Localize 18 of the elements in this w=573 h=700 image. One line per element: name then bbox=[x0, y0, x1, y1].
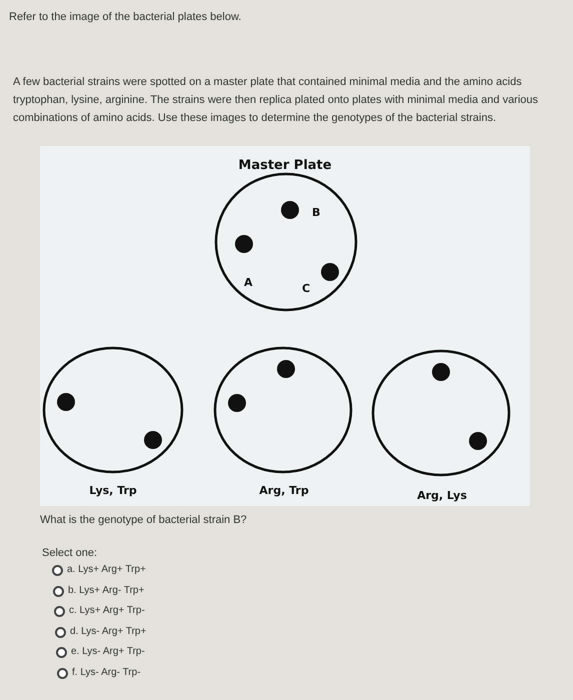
option-label: c. Lys+ Arg+ Trp- bbox=[69, 604, 145, 618]
option-label: a. Lys+ Arg+ Trp+ bbox=[67, 563, 146, 577]
strain-label: B bbox=[312, 206, 320, 219]
plate-title: Master Plate bbox=[237, 158, 333, 173]
option-label: d. Lys- Arg+ Trp+ bbox=[70, 624, 146, 638]
instruction-text: Refer to the image of the bacterial plates below. bbox=[9, 10, 242, 25]
select-prompt: Select one: bbox=[42, 546, 98, 561]
medium-label: Arg, Lys bbox=[416, 489, 468, 502]
question-text: What is the genotype of bacterial strain B? bbox=[40, 513, 248, 528]
medium-label: Lys, Trp bbox=[88, 484, 138, 497]
option-label: e. Lys- Arg+ Trp- bbox=[71, 645, 145, 659]
strain-label: A bbox=[244, 276, 253, 289]
medium-label: Arg, Trp bbox=[258, 484, 310, 497]
option-label: b. Lys+ Arg- Trp+ bbox=[68, 584, 144, 598]
petri-dish bbox=[372, 349, 512, 504]
question-paragraph: A few bacterial strains were spotted on a master plate that contained minimal media and the amino acids tryptophan, lysine, arginine. The strains were then replica plated onto plates with minimal media and various combinations of amino acids. Use these images to determine the genotypes of the bacterial strains. bbox=[13, 75, 540, 126]
strain-label: C bbox=[302, 282, 310, 295]
option-label: f. Lys- Arg- Trp- bbox=[72, 666, 141, 680]
